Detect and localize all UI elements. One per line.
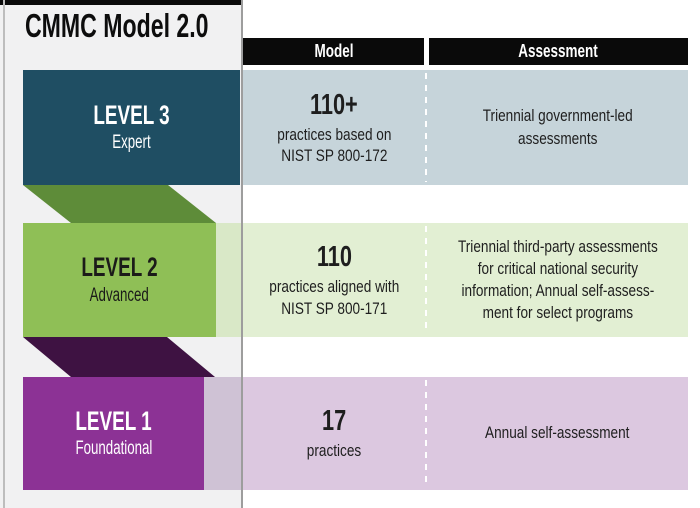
ribbon-fold-green-shape [23,185,216,223]
row-band-stub-level2 [216,223,243,337]
level1-practice-count: 17 [321,405,347,438]
top-border-bar [0,0,242,5]
ribbon-fold-purple [23,337,215,377]
assessment-cell-level2: Triennial third-party assessments for cr… [429,223,686,337]
level2-assessment-text: Triennial third-party assessments for cr… [457,236,658,323]
level1-name: LEVEL 1 [75,405,152,436]
column-divider-line [241,0,243,508]
row-band-level3 [243,70,688,185]
level1-block: LEVEL 1 Foundational [23,377,204,490]
level3-name: LEVEL 3 [93,99,170,130]
model-cell-level2: 110 practices aligned with NIST SP 800-1… [245,223,423,337]
level2-practice-desc: practices aligned with NIST SP 800-171 [268,277,400,318]
dashed-cell-divider-row3 [425,380,427,487]
model-header-label: Model [314,41,353,61]
ribbon-fold-green [23,185,216,223]
dashed-cell-divider-row2 [425,226,427,334]
page-title: CMMC Model 2.0 [25,7,209,44]
level2-tier: Advanced [89,284,150,306]
ribbon-fold-purple-shape [23,337,215,377]
model-cell-level1: 17 practices [245,377,423,490]
level1-tier: Foundational [75,438,152,460]
model-cell-level3: 110+ practices based on NIST SP 800-172 [245,70,423,185]
row-band-level2 [243,223,688,337]
level2-name: LEVEL 2 [81,252,158,283]
level2-practice-count: 110 [316,241,352,274]
row-band-stub-level1 [204,377,243,490]
assessment-cell-level1: Annual self-assessment [429,377,686,490]
level3-practice-count: 110+ [310,88,358,121]
model-column-header: Model [243,38,424,65]
dashed-cell-divider-row1 [425,73,427,182]
assessment-header-label: Assessment [518,41,599,61]
row-band-level1 [243,377,688,490]
assessment-cell-level3: Triennial government-led assessments [429,70,686,185]
level3-tier: Expert [112,132,151,154]
level3-assessment-text: Triennial government-led assessments [482,106,633,148]
level3-block: LEVEL 3 Expert [23,70,240,185]
left-edge-line [3,0,5,508]
level2-block: LEVEL 2 Advanced [23,223,216,337]
assessment-column-header: Assessment [429,38,688,65]
level1-assessment-text: Annual self-assessment [485,423,630,443]
level3-practice-desc: practices based on NIST SP 800-172 [276,124,392,165]
level1-practice-desc: practices [306,441,362,461]
